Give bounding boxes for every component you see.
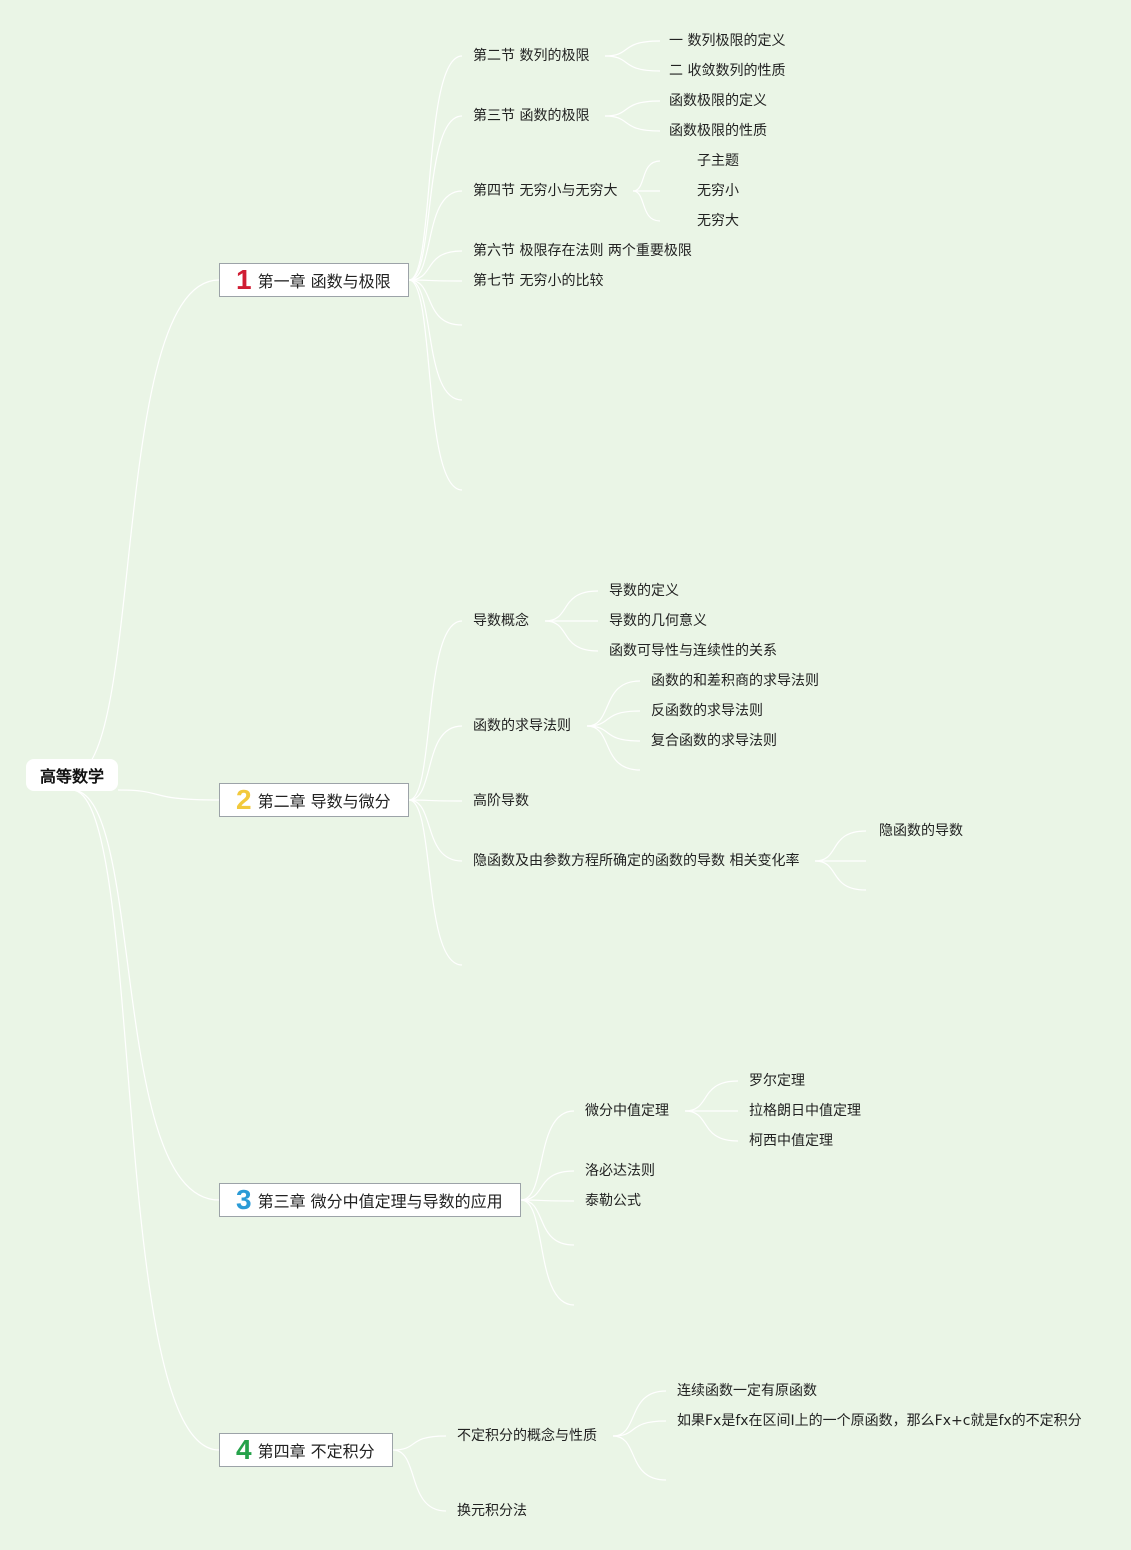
section-connector [408, 620, 463, 801]
chapter-label: 第一章 函数与极限 [257, 272, 391, 291]
section-connector [408, 55, 463, 281]
section-connector [408, 279, 463, 326]
topic-node[interactable]: 函数极限的定义 [669, 93, 767, 109]
root-connector [71, 789, 220, 1201]
topic-node[interactable]: 函数的和差积商的求导法则 [651, 673, 819, 689]
chapter-node-1[interactable]: 1 第一章 函数与极限 [219, 263, 409, 297]
section-node[interactable]: 第二节 数列的极限 [473, 48, 590, 64]
topic-connector [586, 725, 641, 771]
root-connector [117, 789, 220, 801]
topic-connector [612, 1390, 667, 1437]
topic-node[interactable]: 导数的定义 [609, 583, 679, 599]
section-connector [408, 725, 463, 801]
section-node[interactable]: 隐函数及由参数方程所确定的函数的导数 相关变化率 [473, 853, 800, 869]
topic-node[interactable]: 无穷大 [697, 213, 739, 229]
topic-connector [604, 40, 661, 57]
chapter-number-icon: 2 [236, 784, 252, 815]
topic-connector [684, 1110, 739, 1142]
section-connector [408, 279, 463, 491]
section-connector [408, 279, 463, 401]
chapter-node-2[interactable]: 2 第二章 导数与微分 [219, 783, 409, 817]
topic-connector [632, 160, 661, 192]
topic-connector [544, 620, 599, 652]
section-connector [392, 1435, 447, 1451]
topic-node[interactable]: 如果Fx是fx在区间I上的一个原函数，那么Fx+c就是fx的不定积分 [677, 1413, 1082, 1429]
topic-connector [814, 860, 867, 891]
topic-connector [604, 100, 661, 117]
section-connector [520, 1110, 575, 1201]
section-node[interactable]: 第六节 极限存在法则 两个重要极限 [473, 243, 692, 259]
topic-node[interactable]: 函数极限的性质 [669, 123, 767, 139]
chapter-node-3[interactable]: 3 第三章 微分中值定理与导数的应用 [219, 1183, 521, 1217]
topic-node[interactable]: 无穷小 [697, 183, 739, 199]
topic-node[interactable]: 罗尔定理 [749, 1073, 805, 1089]
section-node[interactable]: 导数概念 [473, 613, 529, 629]
chapter-number-icon: 4 [236, 1434, 252, 1465]
topic-node[interactable]: 柯西中值定理 [749, 1133, 833, 1149]
topic-connector [586, 680, 641, 727]
topic-connector [632, 190, 661, 222]
topic-connector [684, 1080, 739, 1112]
section-connector [520, 1199, 575, 1306]
chapter-number-icon: 3 [236, 1184, 252, 1215]
section-node[interactable]: 微分中值定理 [585, 1103, 669, 1119]
topic-connector [814, 830, 867, 862]
topic-connector [604, 115, 661, 132]
topic-node[interactable]: 隐函数的导数 [879, 823, 963, 839]
chapter-number-icon: 1 [236, 264, 252, 295]
chapter-label: 第三章 微分中值定理与导数的应用 [257, 1192, 503, 1211]
section-connector [408, 115, 463, 281]
topic-connector [586, 725, 641, 742]
section-connector [408, 799, 463, 966]
section-connector [408, 279, 463, 282]
topic-node[interactable]: 子主题 [697, 153, 739, 169]
topic-connector [612, 1420, 667, 1437]
section-connector [520, 1199, 575, 1202]
topic-node[interactable]: 连续函数一定有原函数 [677, 1383, 817, 1399]
section-connector [520, 1199, 575, 1246]
section-node[interactable]: 高阶导数 [473, 793, 529, 809]
section-node[interactable]: 换元积分法 [457, 1503, 527, 1519]
section-connector [392, 1449, 447, 1512]
topic-node[interactable]: 函数可导性与连续性的关系 [609, 643, 777, 659]
chapter-node-4[interactable]: 4 第四章 不定积分 [219, 1433, 393, 1467]
root-node[interactable]: 高等数学 [26, 759, 118, 791]
topic-node[interactable]: 一 数列极限的定义 [669, 33, 786, 49]
section-connector [408, 799, 463, 862]
section-node[interactable]: 第四节 无穷小与无穷大 [473, 183, 618, 199]
section-node[interactable]: 第三节 函数的极限 [473, 108, 590, 124]
section-node[interactable]: 洛必达法则 [585, 1163, 655, 1179]
section-connector [408, 190, 463, 281]
topic-connector [604, 55, 661, 72]
root-label: 高等数学 [39, 767, 104, 786]
topic-node[interactable]: 二 收敛数列的性质 [669, 63, 786, 79]
topic-connector [612, 1435, 667, 1481]
section-connector [408, 250, 463, 281]
chapter-label: 第四章 不定积分 [257, 1442, 375, 1461]
section-node[interactable]: 函数的求导法则 [473, 718, 571, 734]
root-connector [71, 279, 220, 776]
section-connector [408, 799, 463, 802]
section-node[interactable]: 泰勒公式 [585, 1193, 641, 1209]
section-node[interactable]: 不定积分的概念与性质 [457, 1428, 597, 1444]
section-node[interactable]: 第七节 无穷小的比较 [473, 273, 604, 289]
topic-connector [544, 590, 599, 622]
topic-node[interactable]: 拉格朗日中值定理 [749, 1103, 861, 1119]
topic-node[interactable]: 复合函数的求导法则 [651, 733, 777, 749]
topic-node[interactable]: 反函数的求导法则 [651, 703, 763, 719]
chapter-label: 第二章 导数与微分 [257, 792, 391, 811]
section-connector [520, 1170, 575, 1201]
topic-connector [586, 710, 641, 727]
root-connector [71, 789, 220, 1451]
topic-node[interactable]: 导数的几何意义 [609, 613, 707, 629]
